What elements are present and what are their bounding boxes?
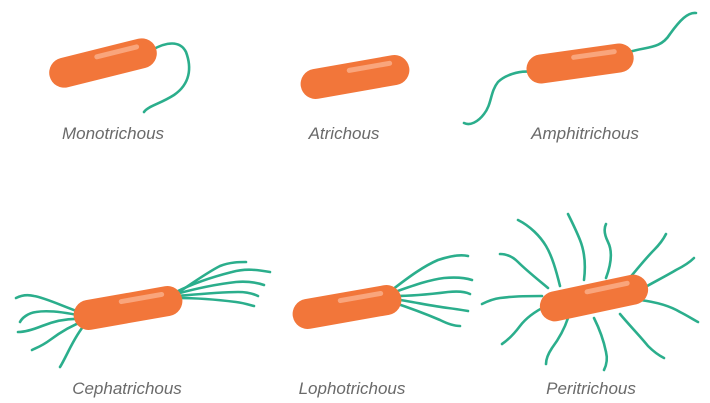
- peritrichous-bacterium: [482, 214, 698, 370]
- cell-body: [290, 283, 404, 332]
- cell-body: [298, 53, 412, 102]
- flagella-tuft-left: [16, 295, 86, 367]
- caption-peritrichous: Peritrichous: [546, 379, 636, 399]
- cell-body: [46, 35, 160, 91]
- flagellum-right: [626, 13, 696, 53]
- flagella-tuft: [392, 255, 472, 326]
- caption-amphitrichous: Amphitrichous: [531, 124, 639, 144]
- amphitrichous-bacterium: [464, 13, 696, 124]
- flagella-tuft-right: [176, 262, 270, 306]
- caption-atrichous: Atrichous: [309, 124, 380, 144]
- lophotrichous-bacterium: [290, 255, 472, 331]
- caption-monotrichous: Monotrichous: [62, 124, 164, 144]
- cell-body: [537, 272, 651, 324]
- caption-cephatrichous: Cephatrichous: [72, 379, 182, 399]
- cephatrichous-bacterium: [16, 262, 270, 367]
- flagellum-left: [464, 72, 532, 124]
- cell-body: [71, 284, 185, 333]
- atrichous-bacterium: [298, 53, 412, 102]
- caption-lophotrichous: Lophotrichous: [299, 379, 406, 399]
- cell-body: [525, 42, 636, 86]
- monotrichous-bacterium: [46, 35, 189, 112]
